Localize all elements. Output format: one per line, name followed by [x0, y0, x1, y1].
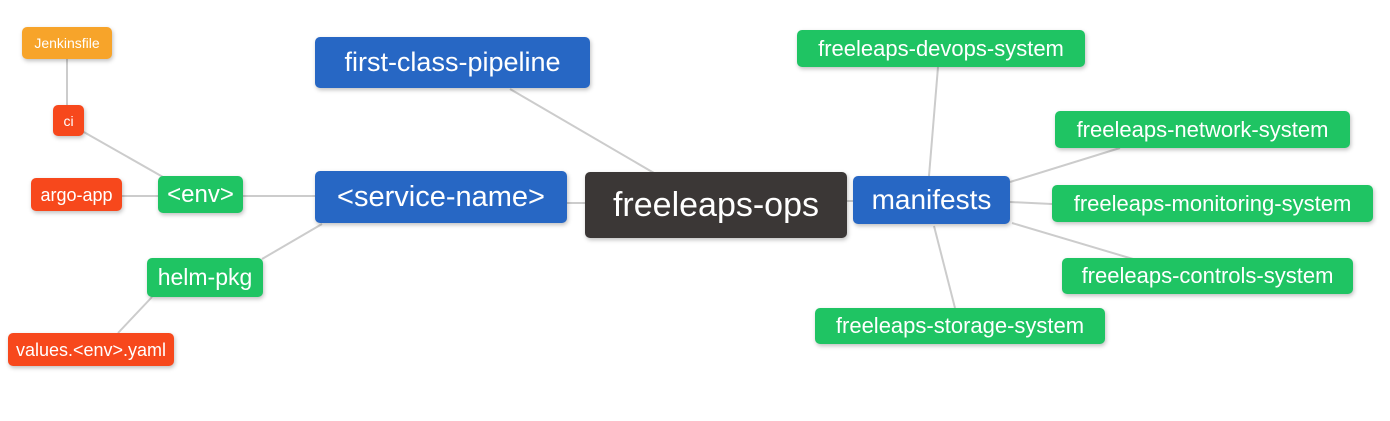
node-values-env-yaml[interactable]: values.<env>.yaml	[8, 333, 174, 366]
node-helm-pkg[interactable]: helm-pkg	[147, 258, 263, 297]
edge-first-class-pipeline-freeleaps-ops	[509, 88, 655, 174]
node-argo-app[interactable]: argo-app	[31, 178, 122, 211]
node-manifests[interactable]: manifests	[853, 176, 1010, 224]
node-freeleaps-controls-system[interactable]: freeleaps-controls-system	[1062, 258, 1353, 294]
edge-manifests-freeleaps-storage-system	[933, 225, 956, 309]
edge-manifests-freeleaps-controls-system	[1011, 222, 1134, 260]
node-freeleaps-devops-system[interactable]: freeleaps-devops-system	[797, 30, 1085, 67]
edge-helm-pkg-values-env-yaml	[117, 296, 153, 334]
node-first-class-pipeline[interactable]: first-class-pipeline	[315, 37, 590, 88]
edge-service-name-helm-pkg	[261, 223, 323, 260]
node-ci[interactable]: ci	[53, 105, 84, 136]
edge-manifests-freeleaps-monitoring-system	[1009, 201, 1053, 205]
node-jenkinsfile[interactable]: Jenkinsfile	[22, 27, 112, 59]
node-env[interactable]: <env>	[158, 176, 243, 213]
edge-manifests-freeleaps-network-system	[1009, 147, 1121, 183]
edge-freeleaps-devops-system-manifests	[928, 66, 939, 177]
edge-ci-env	[81, 130, 171, 182]
node-service-name[interactable]: <service-name>	[315, 171, 567, 223]
node-freeleaps-monitoring-system[interactable]: freeleaps-monitoring-system	[1052, 185, 1373, 222]
node-freeleaps-storage-system[interactable]: freeleaps-storage-system	[815, 308, 1105, 344]
node-freeleaps-network-system[interactable]: freeleaps-network-system	[1055, 111, 1350, 148]
node-freeleaps-ops[interactable]: freeleaps-ops	[585, 172, 847, 238]
